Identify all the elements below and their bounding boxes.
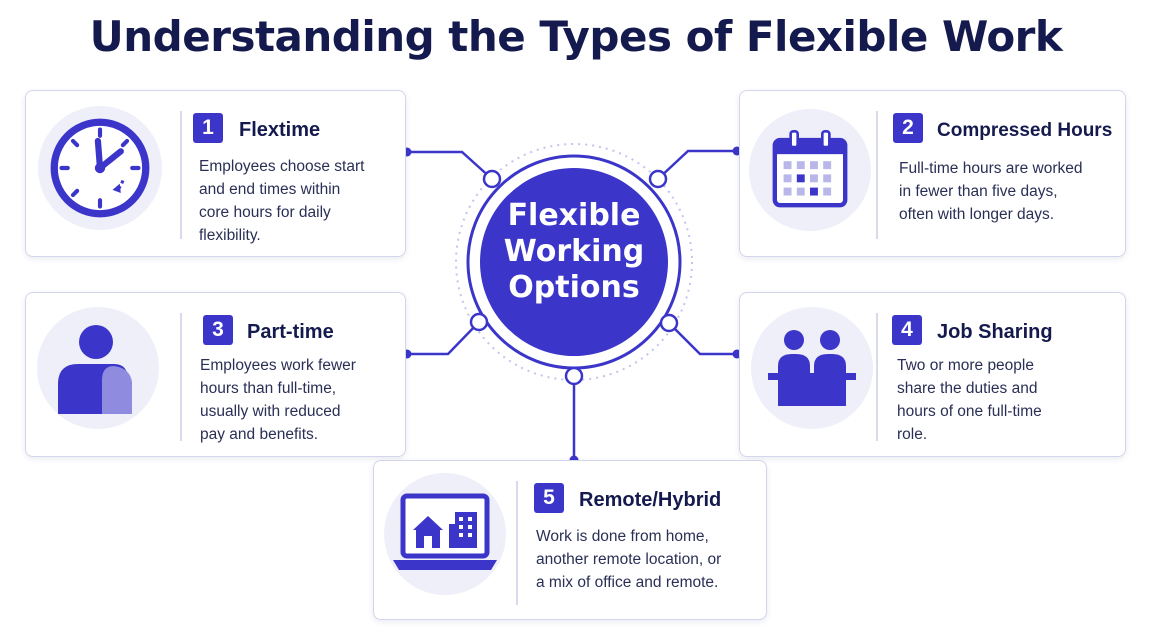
hub-node-3 [469, 312, 489, 332]
icon-badge [749, 109, 871, 231]
two-people-icon [768, 330, 856, 406]
hub-node-5 [564, 366, 584, 386]
connector-line-3 [407, 321, 480, 356]
card-title: Part-time [247, 321, 334, 343]
number-badge: 5 [534, 483, 564, 513]
card-divider [180, 111, 182, 239]
clock-icon [50, 118, 150, 218]
hub-node-1 [482, 169, 502, 189]
icon-badge [37, 307, 159, 429]
card-compressed-hours: 2 Compressed Hours Full-time hours are w… [739, 90, 1126, 257]
number-badge: 4 [892, 315, 922, 345]
card-divider [516, 481, 518, 605]
number-badge: 1 [193, 113, 223, 143]
calendar-icon [772, 129, 848, 208]
number-badge: 2 [893, 113, 923, 143]
connector-line-2 [657, 149, 737, 180]
card-title: Remote/Hybrid [579, 489, 722, 511]
card-remote-hybrid: 5 Remote/Hybrid Work is done from home,a… [373, 460, 767, 620]
card-title: Flextime [239, 119, 321, 141]
hub-label-line: Working [503, 234, 645, 269]
icon-badge [38, 106, 162, 230]
card-title: Compressed Hours [937, 120, 1113, 141]
hub-label-line: Options [508, 270, 640, 305]
page-title: Understanding the Types of Flexible Work [89, 12, 1063, 61]
card-divider [180, 313, 182, 441]
hub-dotted-ring [455, 143, 693, 381]
connector-line-1 [407, 150, 493, 180]
hub-core [480, 168, 668, 356]
card-description: Work is done from home,another remote lo… [536, 528, 722, 591]
icon-badge [384, 473, 506, 595]
card-title: Job Sharing [937, 321, 1053, 343]
card-divider [876, 111, 878, 239]
number-badge: 3 [203, 315, 233, 345]
hub-label: Flexible Working Options [474, 198, 674, 306]
icon-badge [751, 307, 873, 429]
person-icon [58, 325, 132, 414]
card-divider [876, 313, 878, 441]
hub-node-2 [648, 169, 668, 189]
laptop-home-office-icon [393, 493, 497, 570]
hub-node-4 [659, 313, 679, 333]
hub-label-line: Flexible [507, 198, 641, 233]
connector-line-4 [668, 322, 737, 356]
